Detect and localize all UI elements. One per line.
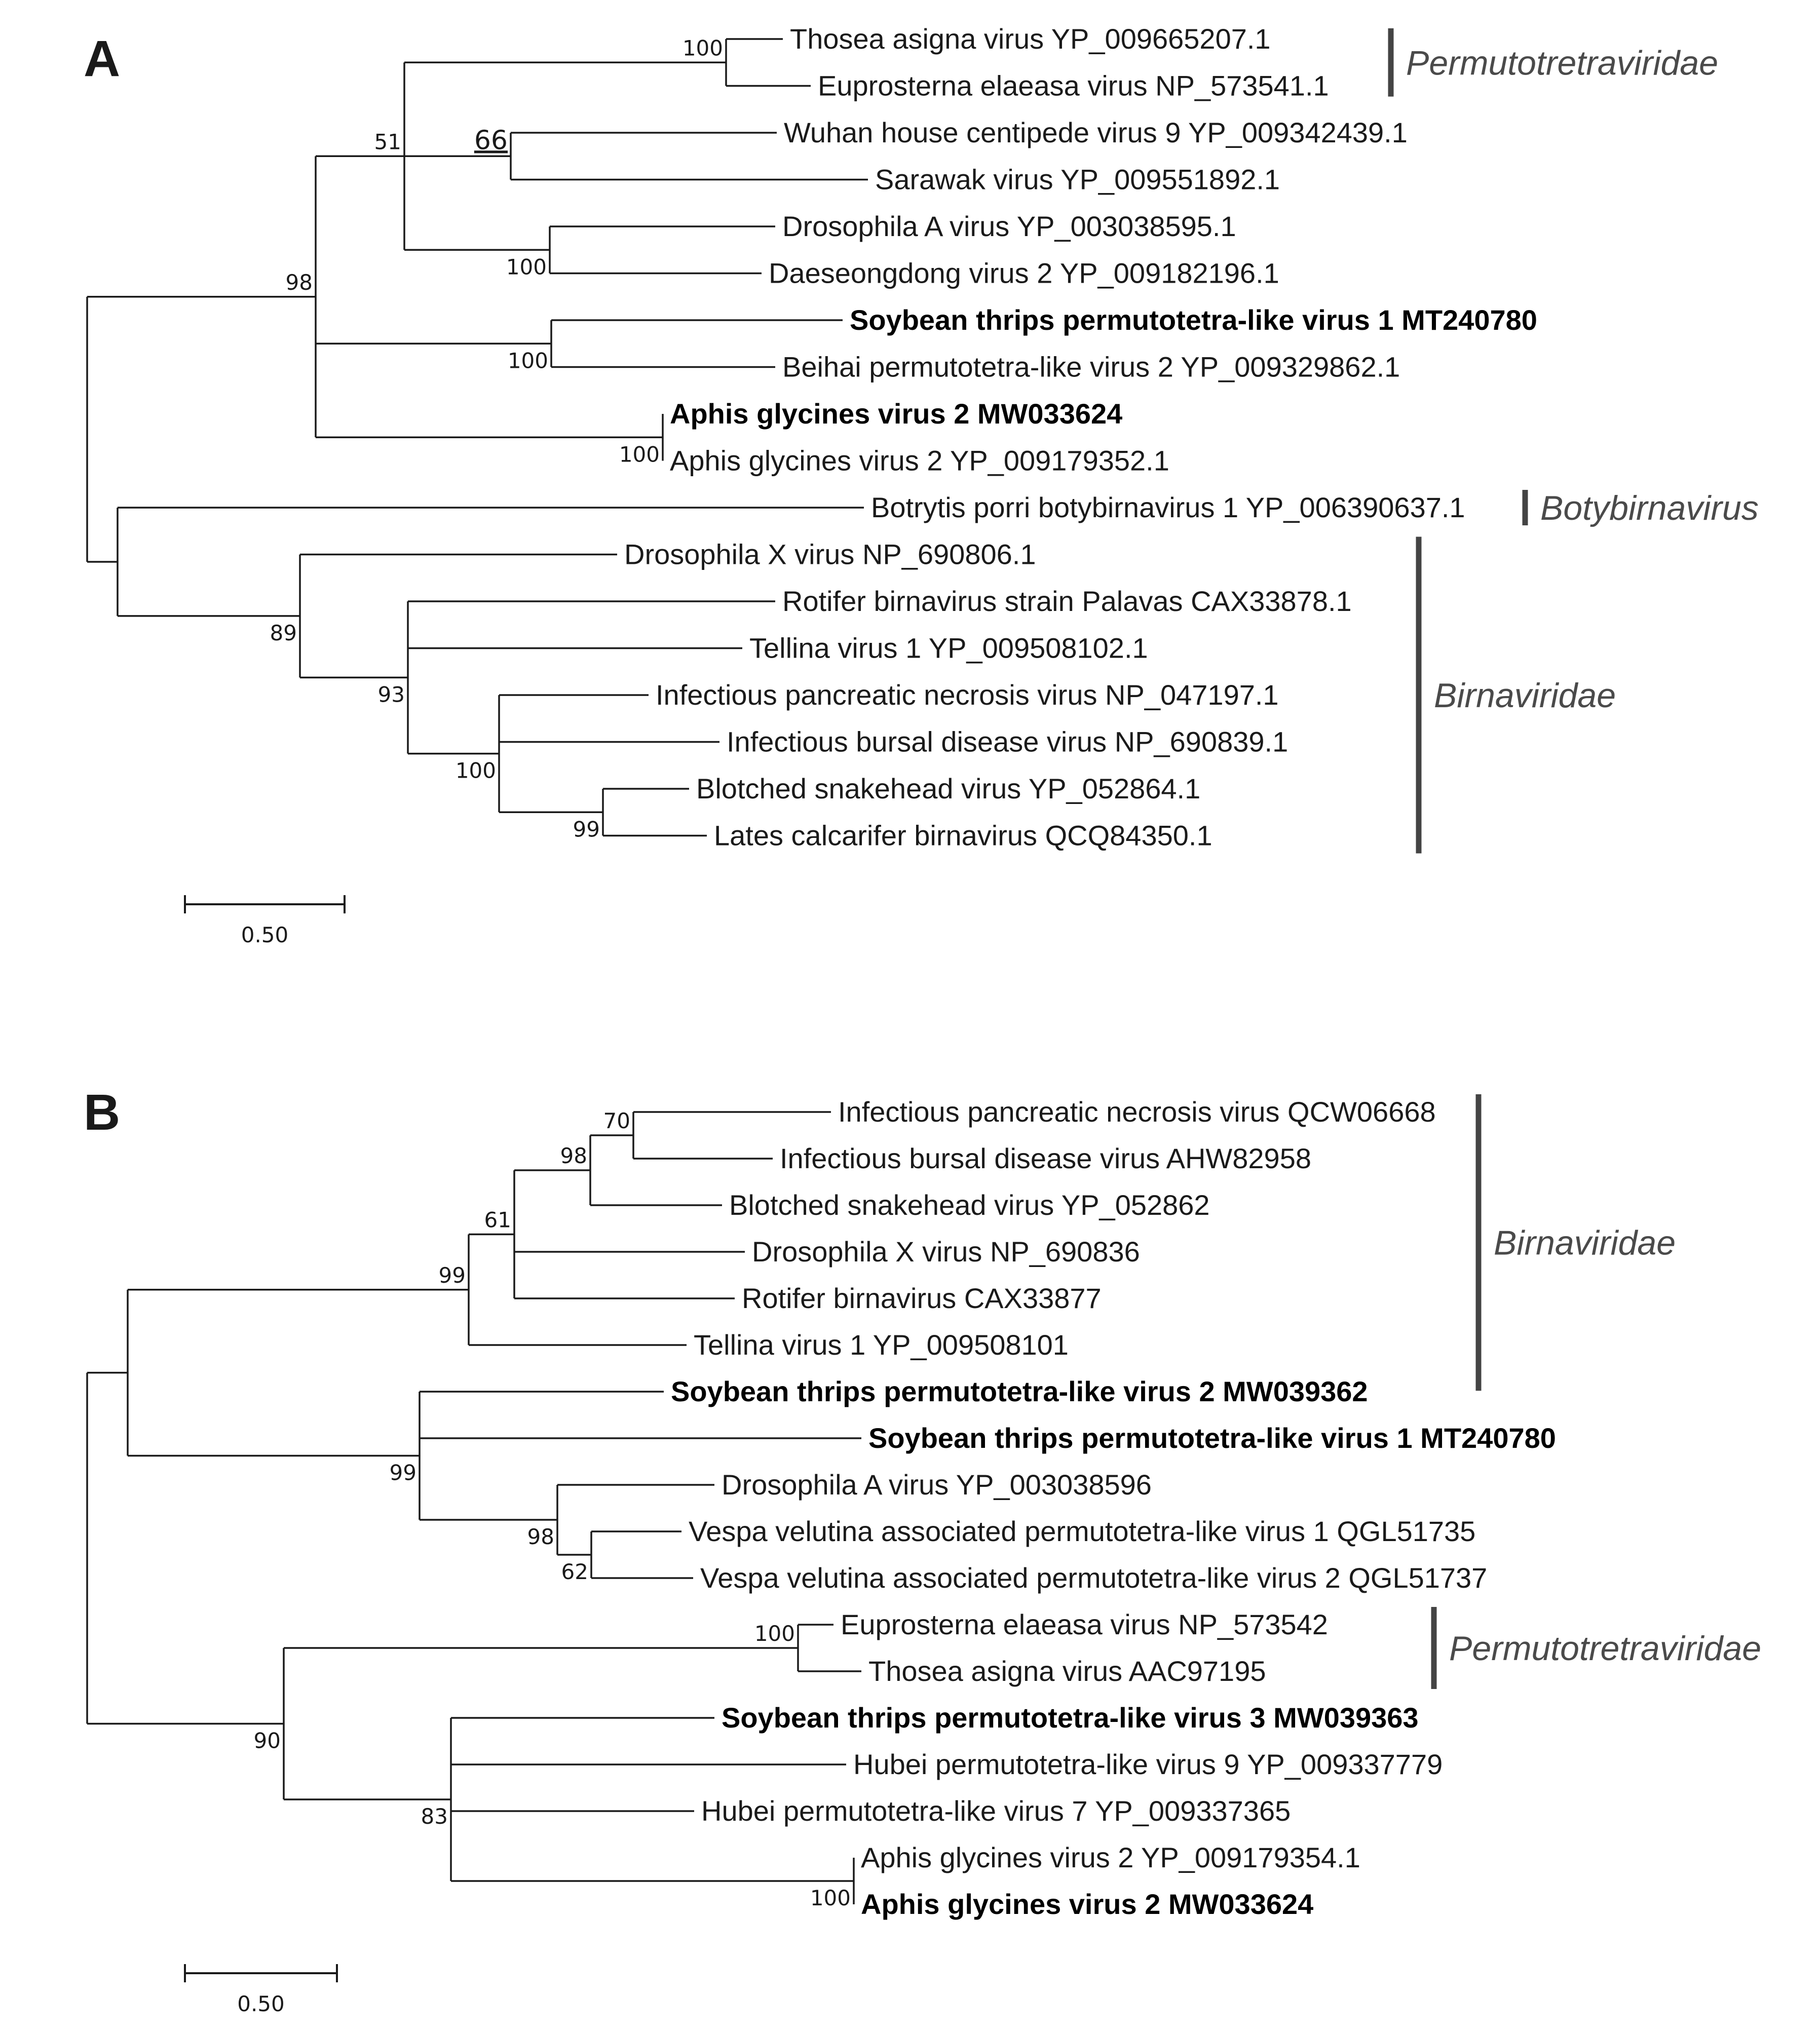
taxon-label: Soybean thrips permutotetra-like virus 1… bbox=[850, 304, 1537, 336]
scale-bar-label: 0.50 bbox=[241, 923, 289, 947]
taxon-label: Drosophila A virus YP_003038595.1 bbox=[782, 210, 1236, 242]
taxon-label: Rotifer birnavirus strain Palavas CAX338… bbox=[782, 585, 1352, 617]
taxon-label: Aphis glycines virus 2 YP_009179352.1 bbox=[670, 445, 1169, 477]
taxon-label: Thosea asigna virus AAC97195 bbox=[868, 1655, 1266, 1687]
bootstrap-value: 99 bbox=[390, 1461, 416, 1485]
bootstrap-value: 100 bbox=[456, 758, 496, 783]
taxon-label: Beihai permutotetra-like virus 2 YP_0093… bbox=[782, 351, 1400, 383]
scale-bar: 0.50 bbox=[184, 895, 346, 947]
taxon-label: Sarawak virus YP_009551892.1 bbox=[875, 164, 1280, 196]
clade-label: Botybirnavirus bbox=[1540, 489, 1759, 527]
taxon-label: Soybean thrips permutotetra-like virus 1… bbox=[868, 1422, 1556, 1454]
taxon-label: Aphis glycines virus 2 MW033624 bbox=[861, 1888, 1313, 1920]
bootstrap-value: 98 bbox=[527, 1524, 554, 1549]
scale-bar-label: 0.50 bbox=[237, 1991, 285, 2016]
panel-b: B 99 61 98 70 Infectious pancreatic necrosis … bbox=[84, 1084, 1761, 2016]
taxon-label: Rotifer birnavirus CAX33877 bbox=[742, 1282, 1102, 1314]
taxon-label: Vespa velutina associated permutotetra-l… bbox=[700, 1562, 1487, 1594]
taxon-label: Tellina virus 1 YP_009508102.1 bbox=[749, 632, 1148, 664]
bootstrap-value: 93 bbox=[378, 682, 405, 707]
taxon-label: Aphis glycines virus 2 YP_009179354.1 bbox=[861, 1841, 1360, 1873]
clade-label: Birnaviridae bbox=[1494, 1224, 1676, 1262]
panel-a: A 98 51 100 Thosea asigna virus YP_009665207… bbox=[84, 23, 1759, 947]
bootstrap-value: 90 bbox=[254, 1729, 281, 1753]
taxon-label: Thosea asigna virus YP_009665207.1 bbox=[790, 23, 1271, 55]
taxon-label: Vespa velutina associated permutotetra-l… bbox=[689, 1515, 1475, 1547]
taxon-label: Infectious bursal disease virus NP_69083… bbox=[727, 726, 1288, 758]
bootstrap-value: 100 bbox=[754, 1621, 795, 1646]
bootstrap-value: 83 bbox=[421, 1804, 448, 1829]
taxon-label: Wuhan house centipede virus 9 YP_0093424… bbox=[784, 117, 1408, 148]
taxon-label: Euprosterna elaeasa virus NP_573542 bbox=[841, 1608, 1328, 1640]
panel-letter: A bbox=[84, 30, 120, 87]
taxon-label: Drosophila X virus NP_690806.1 bbox=[624, 539, 1036, 570]
bootstrap-value: 100 bbox=[810, 1886, 851, 1910]
taxon-label: Drosophila A virus YP_003038596 bbox=[722, 1469, 1152, 1501]
bootstrap-value: 51 bbox=[374, 129, 401, 154]
clade-label: Birnaviridae bbox=[1434, 676, 1616, 715]
bootstrap-value: 70 bbox=[603, 1108, 630, 1133]
bootstrap-value: 62 bbox=[561, 1559, 588, 1584]
bootstrap-value: 100 bbox=[619, 442, 660, 467]
bootstrap-value: 66 bbox=[474, 125, 508, 156]
taxon-label: Blotched snakehead virus YP_052864.1 bbox=[696, 773, 1200, 804]
bootstrap-value: 99 bbox=[439, 1263, 466, 1288]
taxon-label: Infectious pancreatic necrosis virus QCW… bbox=[838, 1096, 1436, 1128]
taxon-label: Daeseongdong virus 2 YP_009182196.1 bbox=[769, 257, 1279, 289]
taxon-label: Tellina virus 1 YP_009508101 bbox=[694, 1329, 1069, 1361]
taxon-label: Hubei permutotetra-like virus 9 YP_00933… bbox=[853, 1748, 1443, 1780]
clade-label: Permutotretraviridae bbox=[1406, 44, 1718, 82]
bootstrap-value: 89 bbox=[270, 621, 297, 645]
taxon-label: Drosophila X virus NP_690836 bbox=[752, 1236, 1140, 1268]
taxon-label: Lates calcarifer birnavirus QCQ84350.1 bbox=[714, 820, 1212, 852]
bootstrap-value: 100 bbox=[682, 35, 723, 60]
taxon-label: Blotched snakehead virus YP_052862 bbox=[729, 1189, 1210, 1221]
taxon-label: Aphis glycines virus 2 MW033624 bbox=[670, 398, 1122, 430]
taxon-label: Hubei permutotetra-like virus 7 YP_00933… bbox=[701, 1795, 1291, 1827]
taxon-label: Euprosterna elaeasa virus NP_573541.1 bbox=[818, 70, 1329, 102]
taxon-label: Botrytis porri botybirnavirus 1 YP_00639… bbox=[871, 491, 1465, 523]
clade-label: Permutotretraviridae bbox=[1449, 1629, 1761, 1668]
panel-letter: B bbox=[84, 1084, 120, 1141]
bootstrap-value: 98 bbox=[560, 1143, 587, 1168]
bootstrap-value: 98 bbox=[286, 270, 313, 295]
scale-bar: 0.50 bbox=[184, 1964, 338, 2016]
taxon-label: Soybean thrips permutotetra-like virus 3… bbox=[722, 1702, 1419, 1734]
bootstrap-value: 100 bbox=[508, 348, 548, 373]
taxon-label: Soybean thrips permutotetra-like virus 2… bbox=[671, 1375, 1368, 1407]
bootstrap-value: 61 bbox=[484, 1208, 511, 1233]
bootstrap-value: 99 bbox=[573, 817, 600, 841]
taxon-label: Infectious pancreatic necrosis virus NP_… bbox=[656, 679, 1279, 711]
bootstrap-value: 100 bbox=[506, 254, 547, 279]
taxon-label: Infectious bursal disease virus AHW82958 bbox=[780, 1142, 1311, 1174]
